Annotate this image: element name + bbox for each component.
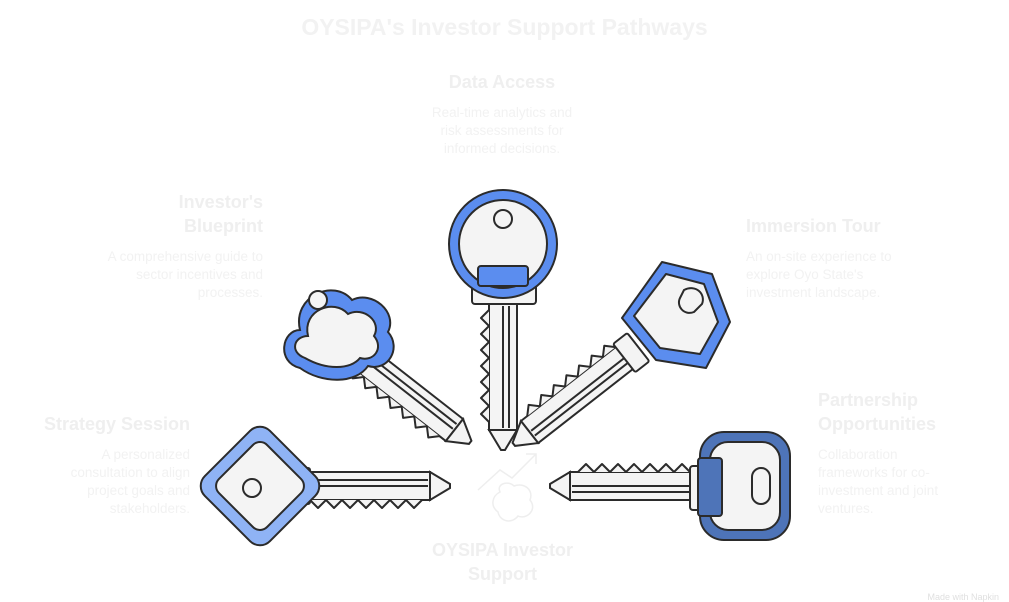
- key-strategy-session: [199, 425, 451, 547]
- pathway-description: Collaboration frameworks for co-investme…: [818, 447, 939, 516]
- pathway-heading: Partnership Opportunities: [818, 390, 936, 434]
- pathway-description: A personalized consultation to align pro…: [70, 447, 190, 516]
- pathway-partnership-opportunities: Partnership Opportunities Collaboration …: [818, 388, 968, 518]
- pathway-heading: Investor's Blueprint: [178, 192, 263, 236]
- pathway-data-access: Data Access Real-time analytics and risk…: [402, 70, 602, 158]
- pathway-heading: Immersion Tour: [746, 216, 881, 236]
- key-data-access: [448, 189, 558, 451]
- pathway-immersion-tour: Immersion Tour An on-site experience to …: [746, 214, 916, 302]
- pathway-heading: Data Access: [448, 72, 556, 92]
- pathway-description: Real-time analytics and risk assessments…: [431, 105, 573, 156]
- center-label: OYSIPA Investor Support: [431, 540, 574, 584]
- footer-credit: Made with Napkin: [927, 592, 999, 602]
- key-investors-blueprint: [283, 289, 480, 461]
- pathway-description: A comprehensive guide to sector incentiv…: [107, 249, 263, 300]
- pathway-investors-blueprint: Investor's Blueprint A comprehensive gui…: [95, 190, 263, 302]
- key-immersion-tour: [499, 261, 731, 457]
- pathway-description: An on-site experience to explore Oyo Sta…: [746, 249, 892, 300]
- diagram-title: OYSIPA's Investor Support Pathways: [301, 14, 708, 40]
- pathway-heading: Strategy Session: [43, 414, 190, 434]
- pathway-strategy-session: Strategy Session A personalized consulta…: [30, 412, 190, 518]
- growth-map-icon: [477, 453, 537, 522]
- key-partnership-opportunities: [549, 431, 791, 541]
